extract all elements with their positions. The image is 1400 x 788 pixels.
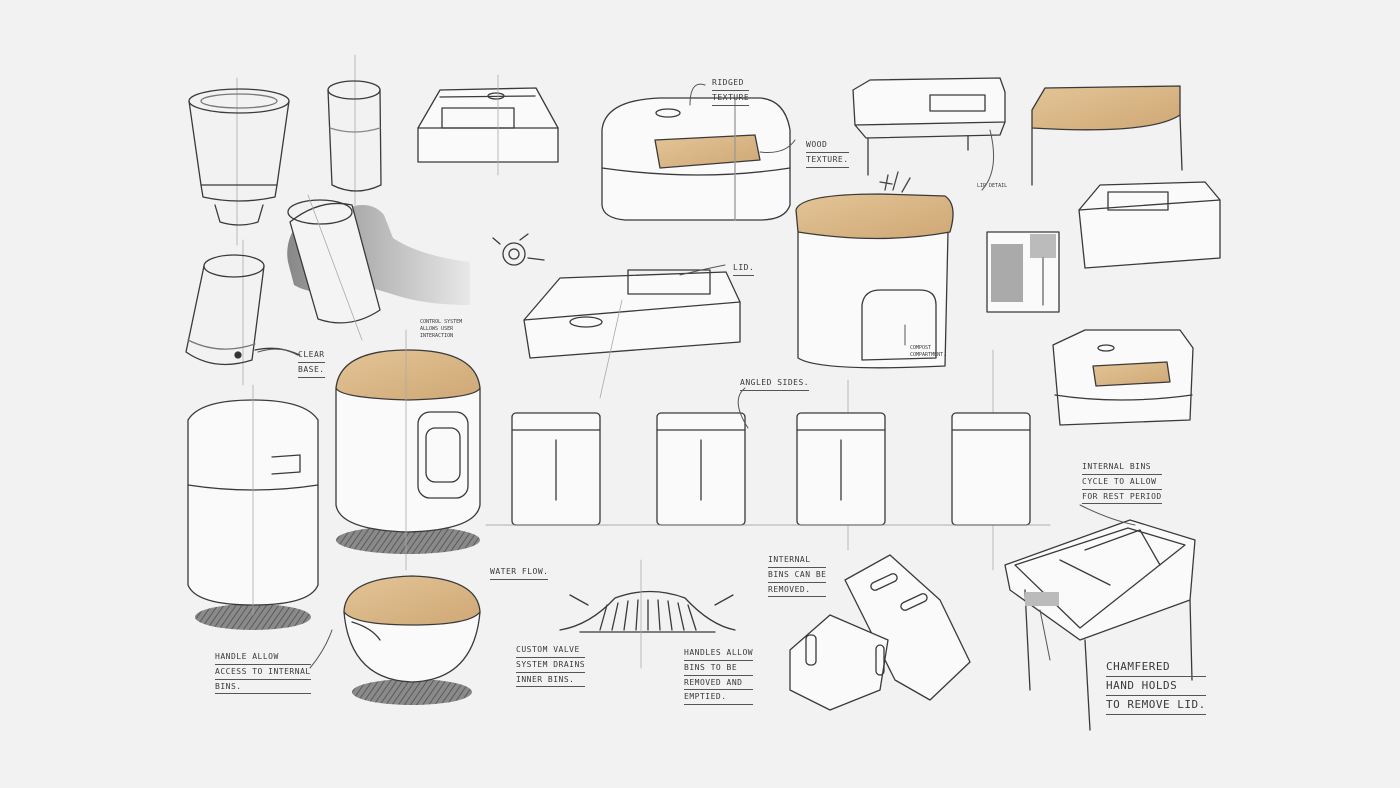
wood-bowl-sketch bbox=[343, 575, 481, 705]
capsule-sketch bbox=[327, 54, 382, 206]
angled-bins-row bbox=[485, 412, 1051, 526]
cross-section-sketch bbox=[986, 231, 1060, 313]
inner-bins-sketch bbox=[789, 554, 971, 711]
clear-base-capsule-sketch bbox=[185, 239, 299, 386]
annotation-lip-detail: LIP DETAIL bbox=[977, 183, 1008, 189]
tall-canister-sketch bbox=[187, 384, 319, 630]
hand-capsule-sketch bbox=[287, 194, 470, 341]
control-knob-sketch bbox=[492, 233, 545, 266]
wood-lid-drum-sketch bbox=[335, 329, 481, 571]
rect-bin-sketch bbox=[417, 74, 559, 176]
compost-unit-sketch bbox=[795, 171, 994, 571]
wood-top-bin-sketch bbox=[1031, 85, 1183, 186]
open-tray-sketch bbox=[1004, 519, 1196, 731]
small-wood-bin-sketch bbox=[1052, 329, 1194, 426]
annotation-lid: LID. bbox=[733, 263, 755, 278]
annotation-water-flow: WATER FLOW. bbox=[490, 567, 549, 582]
long-bin-sketch bbox=[523, 269, 741, 399]
cup-sketch bbox=[188, 77, 290, 246]
lip-detail-bin-sketch bbox=[852, 77, 1006, 176]
annotation-angled-sides: ANGLED SIDES. bbox=[740, 378, 810, 393]
square-bin-sketch bbox=[1078, 181, 1221, 269]
water-flow-valve-sketch bbox=[559, 559, 736, 669]
ridged-bin-sketch bbox=[601, 97, 791, 221]
